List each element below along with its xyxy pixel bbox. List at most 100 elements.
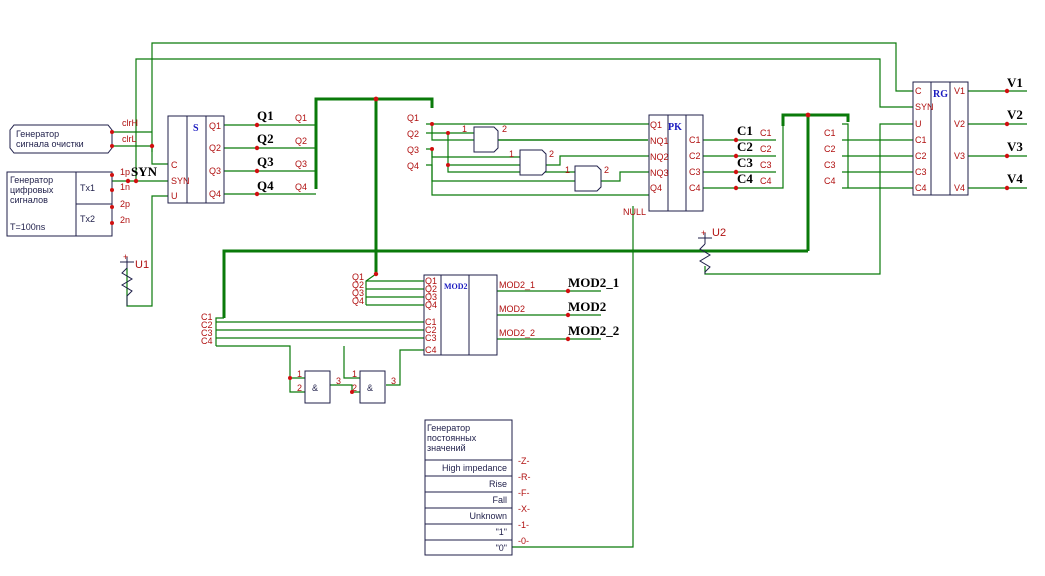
- const-row-0: "0": [496, 543, 507, 553]
- pin-1p: 1p: [120, 167, 130, 177]
- const-out-x: -X-: [518, 504, 530, 514]
- wire-null: [512, 206, 634, 548]
- pk-null: NULL: [623, 207, 646, 217]
- block-mod[interactable]: MOD2 Q1 Q2 Q3 Q4 C1 C2 C3 C4 MOD2_1 MOD2…: [423, 274, 535, 356]
- const-out-z: -Z-: [518, 456, 530, 466]
- pk-out-c4: C4: [689, 183, 701, 193]
- supply-u1-plus: +: [123, 252, 128, 262]
- and-gate-2[interactable]: & 1 2 3: [352, 369, 396, 404]
- pk-out-c1: C1: [689, 135, 701, 145]
- bus-pk-c3: C3: [760, 160, 772, 170]
- not-gate-1[interactable]: 1 2: [462, 124, 507, 153]
- wire-mod-c4: [216, 345, 305, 379]
- block-pk-title: PK: [668, 122, 682, 133]
- and1-pin2: 2: [297, 383, 302, 393]
- junction-dots: [110, 88, 1010, 394]
- pk-in-nq1: NQ1: [650, 136, 669, 146]
- rg-out-v3: V3: [954, 151, 965, 161]
- s-in-syn: SYN: [171, 176, 190, 186]
- wire-pk-c-bus: [776, 120, 784, 189]
- bus-mod-q4: Q4: [352, 296, 364, 306]
- bus-mod-q3: Q3: [352, 288, 364, 298]
- net-s-q3: Q3: [257, 154, 274, 169]
- bus-pk-c1: C1: [760, 128, 772, 138]
- mod-in-q1: Q1: [425, 276, 437, 286]
- supply-u2-label: U2: [712, 227, 726, 239]
- net-s-q1: Q1: [257, 108, 274, 123]
- const-row-z: High impedance: [442, 463, 507, 473]
- pk-out-c3: C3: [689, 167, 701, 177]
- s-out-q3: Q3: [209, 166, 221, 176]
- wire-top-outer: [151, 42, 913, 152]
- wire-clrl: [112, 145, 168, 165]
- digital-gen-timing: T=100ns: [10, 222, 46, 232]
- bus-mod-c3: C3: [201, 328, 213, 338]
- bus-rg-c2: C2: [824, 144, 836, 154]
- supply-u2[interactable]: + U2: [698, 227, 726, 274]
- mod-in-c4: C4: [425, 345, 437, 355]
- wire-and1-out: [330, 384, 360, 393]
- supply-u1[interactable]: + U1: [120, 252, 149, 306]
- pin-tx1: Tx1: [80, 183, 95, 193]
- net-pk-c3: C3: [737, 155, 753, 170]
- rg-in-u: U: [915, 119, 922, 129]
- and2-sym: &: [367, 383, 373, 393]
- block-rg[interactable]: RG C SYN U C1 C2 C3 C4 V1 V2 V3 V4: [912, 81, 969, 196]
- and2-pin2: 2: [352, 383, 357, 393]
- wire-not2-in: [431, 149, 520, 158]
- net-v3: V3: [1007, 139, 1023, 154]
- rg-in-c4: C4: [915, 183, 927, 193]
- block-s-title: S: [193, 123, 199, 134]
- bus-mod-q1: Q1: [352, 272, 364, 282]
- const-out-0: -0-: [518, 536, 529, 546]
- block-pk[interactable]: PK Q1 NQ1 NQ2 NQ3 Q4 C1 C2 C3 C4 NULL: [623, 114, 704, 217]
- bus-pk-c2: C2: [760, 144, 772, 154]
- net-mod2: MOD2: [568, 299, 606, 314]
- rg-in-c1: C1: [915, 135, 927, 145]
- const-row-f: Fall: [492, 495, 507, 505]
- wire-and1-b: [289, 378, 305, 393]
- net-syn: SYN: [131, 164, 158, 179]
- not-gate-3[interactable]: 1 2: [565, 165, 609, 192]
- net-v1: V1: [1007, 75, 1023, 90]
- bus-s-q1: Q1: [295, 113, 307, 123]
- bus-rg-c4: C4: [824, 176, 836, 186]
- pk-out-c2: C2: [689, 151, 701, 161]
- bus-rg-c1: C1: [824, 128, 836, 138]
- mod-in-q3: Q3: [425, 292, 437, 302]
- mod-in-c3: C3: [425, 333, 437, 343]
- and-gate-1[interactable]: & 1 2 3: [297, 369, 341, 404]
- net-v2: V2: [1007, 107, 1023, 122]
- const-out-1: -1-: [518, 520, 529, 530]
- block-s[interactable]: S C SYN U Q1 Q2 Q3 Q4: [167, 115, 225, 204]
- mod-out-1: MOD2_1: [499, 280, 535, 290]
- bus-s-q3: Q3: [295, 159, 307, 169]
- bus-rg-c3: C3: [824, 160, 836, 170]
- pk-in-nq3: NQ3: [650, 168, 669, 178]
- net-mod2-2: MOD2_2: [568, 323, 619, 338]
- bus-mod-c4: C4: [201, 336, 213, 346]
- s-in-u: U: [171, 191, 178, 201]
- pin-tx2: Tx2: [80, 214, 95, 224]
- not1-pin1: 1: [462, 124, 467, 134]
- wire-not3-in: [447, 165, 575, 173]
- pin-1n: 1n: [120, 182, 130, 192]
- bus-s-q4: Q4: [295, 182, 307, 192]
- and1-pin1: 1: [297, 369, 302, 379]
- and2-pin1: 1: [352, 369, 357, 379]
- wire-not3-out: [601, 171, 649, 182]
- net-v4: V4: [1007, 171, 1023, 186]
- wire-pk-q4: [426, 164, 649, 196]
- rg-out-v2: V2: [954, 119, 965, 129]
- s-out-q4: Q4: [209, 189, 221, 199]
- not1-pin2: 2: [502, 124, 507, 134]
- mod-in-c2: C2: [425, 325, 437, 335]
- bus-c-lower: [222, 249, 808, 318]
- not-gate-2[interactable]: 1 2: [509, 149, 554, 176]
